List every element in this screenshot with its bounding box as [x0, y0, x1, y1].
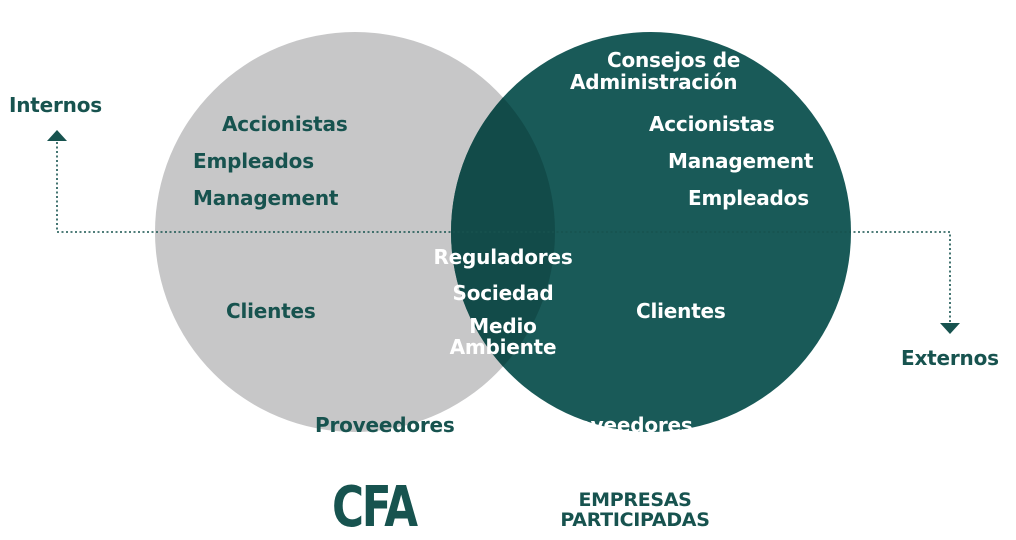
shared-medio-ambiente-label: Medio Ambiente: [423, 316, 583, 358]
cfa-management-label: Management: [193, 186, 339, 210]
arrow-up-icon: [47, 130, 67, 141]
empresas-line1: EMPRESAS: [578, 489, 692, 511]
participadas-management-label: Management: [668, 149, 814, 173]
cfa-accionistas-label: Accionistas: [222, 112, 348, 136]
shared-sociedad-label: Sociedad: [452, 281, 554, 305]
participadas-empleados-label: Empleados: [688, 186, 809, 210]
consejos-line1: Consejos de: [607, 48, 741, 72]
participadas-consejos-label: Consejos de Administración: [570, 49, 740, 93]
empresas-line2: PARTICIPADAS: [560, 509, 710, 531]
internos-externos-axis-line: [56, 142, 951, 322]
cfa-empleados-label: Empleados: [193, 149, 314, 173]
shared-reguladores-label: Reguladores: [433, 245, 573, 269]
cfa-proveedores-label: Proveedores: [315, 413, 455, 437]
cfa-clientes-label: Clientes: [226, 299, 316, 323]
medio-line1: Medio: [469, 314, 537, 338]
internos-label: Internos: [9, 93, 102, 117]
externos-label: Externos: [901, 346, 999, 370]
empresas-participadas-title: EMPRESAS PARTICIPADAS: [553, 490, 717, 530]
participadas-clientes-label: Clientes: [636, 299, 726, 323]
cfa-logo: CFA: [332, 475, 418, 540]
participadas-accionistas-label: Accionistas: [649, 112, 775, 136]
consejos-line2: Administración: [570, 70, 738, 94]
arrow-down-icon: [940, 323, 960, 334]
medio-line2: Ambiente: [449, 335, 557, 359]
participadas-proveedores-label: Proveedores: [553, 413, 693, 437]
